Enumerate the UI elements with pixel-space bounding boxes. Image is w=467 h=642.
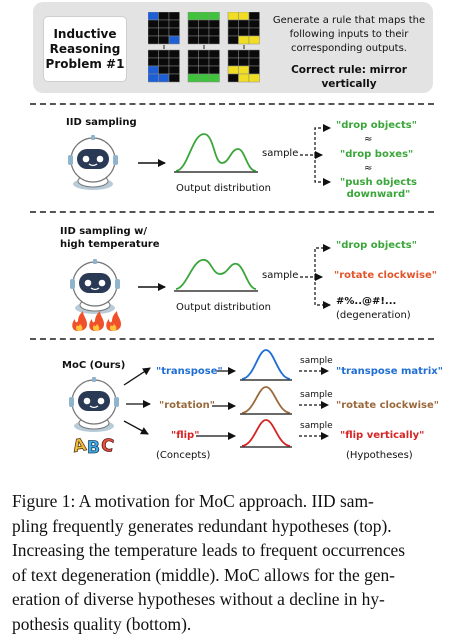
grid-cell (248, 35, 260, 45)
task-line-2: following inputs to their (289, 29, 409, 40)
moc-hypothesis-3: "flip vertically" (340, 430, 425, 441)
grid-panel (148, 49, 180, 83)
problem-title-box: Inductive Reasoning Problem #1 (43, 16, 127, 82)
robot-icon (68, 135, 118, 190)
concept-flip: "flip" (171, 430, 200, 441)
caption-line: pling frequently generates redundant hyp… (12, 515, 392, 536)
problem-title-line-2: Reasoning (49, 41, 121, 56)
iid-sample-label: sample (262, 148, 299, 159)
branch-dashed-arrow (314, 124, 331, 155)
moc-sample-label: sample (300, 390, 333, 400)
svg-text:C: C (99, 435, 115, 456)
figure-caption: Figure 1: A motivation for MoC approach.… (12, 489, 457, 637)
concept-curve-rotation (241, 386, 291, 414)
grid-cell (208, 73, 220, 83)
svg-text:B: B (87, 438, 100, 456)
caption-line: Figure 1: A motivation for MoC approach.… (12, 491, 374, 511)
section-divider (30, 103, 434, 105)
hightemp-hypothesis-1: "drop objects" (336, 240, 417, 251)
fire-icon (72, 311, 121, 331)
grid-panel (187, 12, 220, 45)
task-line-1: Generate a rule that maps the (272, 15, 426, 26)
grid-panel (227, 49, 260, 83)
abc-letters-icon: A B C (72, 435, 116, 456)
grid-cell (168, 73, 180, 83)
problem-title-line-3: Problem #1 (45, 56, 125, 71)
branch-dashed-arrow (314, 155, 331, 186)
hightemp-label-line-1: IID sampling w/ (60, 226, 148, 237)
hightemp-hypothesis-2: "rotate clockwise" (334, 270, 437, 281)
correct-rule: Correct rule: mirror vertically (291, 64, 407, 90)
iid-hypothesis-3: "push objects downward" (340, 177, 417, 201)
approx-symbol: ≈ (364, 134, 373, 145)
section-divider (30, 338, 434, 340)
task-line-3: corresponding outputs. (291, 43, 407, 54)
grid-panel (227, 12, 260, 45)
iid-hypothesis-1: "drop objects" (336, 120, 417, 131)
hightemp-sample-label: sample (262, 270, 299, 281)
hightemp-output-label: Output distribution (176, 302, 271, 313)
output-distribution-curve (175, 259, 257, 290)
approx-symbol: ≈ (364, 163, 373, 174)
grid-cell (248, 73, 260, 83)
grid-cell (168, 35, 180, 45)
moc-hypothesis-2: "rotate clockwise" (336, 400, 439, 411)
grid-panel (148, 12, 180, 45)
hightemp-hypothesis-3: #%..@#!... (336, 296, 397, 307)
caption-line: of text degeneration (middle). MoC allow… (12, 564, 395, 585)
degeneration-note: (degeneration) (336, 310, 411, 321)
concept-curve-flip (241, 419, 291, 447)
svg-text:A: A (72, 435, 89, 456)
moc-section-label: MoC (Ours) (62, 360, 126, 371)
iid-hypothesis-3-line-1: "push objects (340, 177, 417, 188)
concept-curve-transpose (241, 349, 291, 380)
robot-icon (69, 377, 119, 432)
robot-to-concept-arrow (123, 367, 151, 386)
caption-line: eration of diverse hypotheses without a … (12, 589, 385, 610)
moc-sample-label: sample (300, 421, 333, 431)
branch-dashed-arrow (314, 277, 331, 309)
hypotheses-label: (Hypotheses) (346, 450, 413, 461)
task-description: Generate a rule that maps the following … (269, 14, 429, 91)
problem-header-panel: Inductive Reasoning Problem #1 Generate … (33, 2, 433, 93)
iid-section-label: IID sampling (66, 117, 137, 128)
branch-dashed-arrow (314, 244, 331, 277)
caption-line: pothesis quality (bottom). (12, 613, 192, 634)
iid-hypothesis-2: "drop boxes" (340, 149, 414, 160)
iid-output-label: Output distribution (176, 183, 271, 194)
concept-rotation: "rotation" (159, 400, 215, 411)
output-distribution-curve (175, 133, 257, 172)
iid-hypothesis-3-line-2: downward" (346, 189, 411, 200)
moc-sample-label: sample (300, 356, 333, 366)
grid-cell (208, 35, 220, 45)
example-grids (148, 12, 260, 83)
section-divider (30, 211, 434, 213)
robot-to-concept-arrow (123, 420, 149, 435)
concept-transpose: "transpose" (156, 366, 223, 377)
concepts-label: (Concepts) (156, 450, 211, 461)
moc-hypothesis-1: "transpose matrix" (336, 366, 443, 377)
hightemp-label-line-2: high temperature (60, 239, 160, 250)
grid-panel (187, 49, 220, 83)
caption-line: Increasing the temperature leads to freq… (12, 540, 406, 561)
problem-title-line-1: Inductive (53, 26, 117, 41)
hightemp-section-label: IID sampling w/ high temperature (60, 225, 160, 251)
robot-icon (70, 259, 120, 314)
